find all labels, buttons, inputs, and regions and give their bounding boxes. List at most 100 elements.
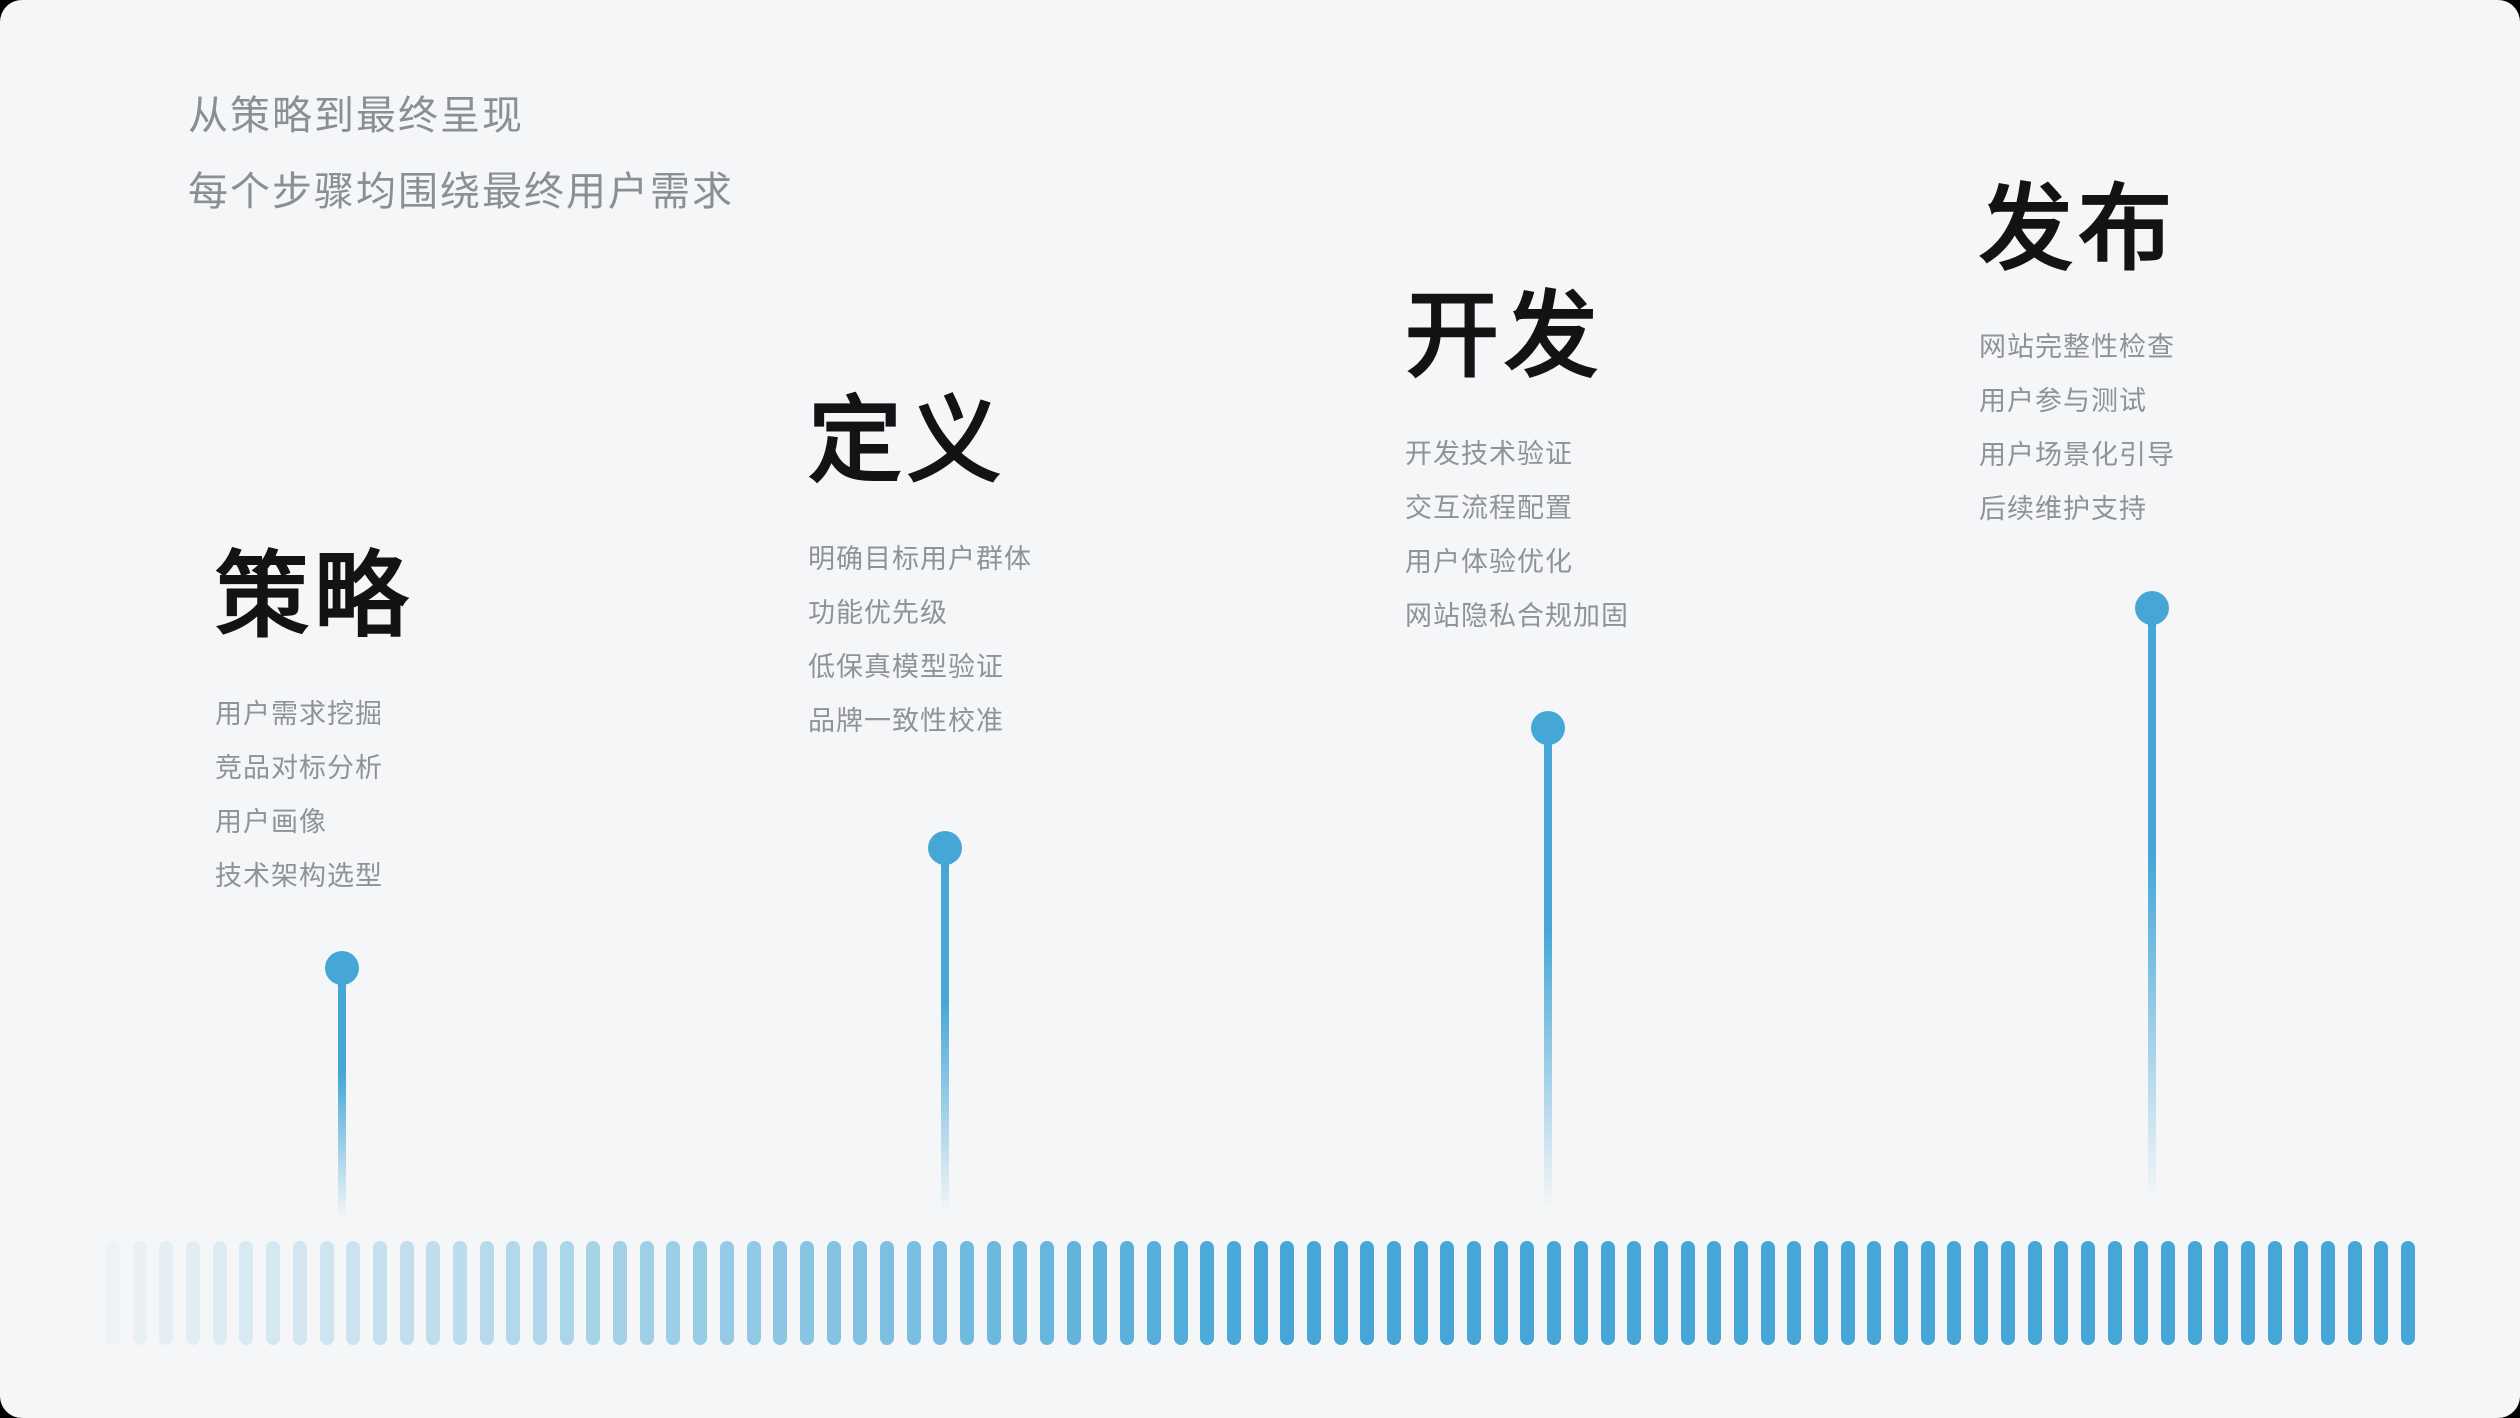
baseline-bar [1066,1241,1081,1345]
baseline-bar [2054,1241,2069,1345]
baseline-bar [1387,1241,1401,1345]
baseline-bar [1520,1241,1535,1345]
baseline-bar [2214,1241,2229,1345]
baseline-bar [1814,1241,1828,1345]
list-item: 用户需求挖掘 [215,699,383,729]
stage-marker-dot [1531,711,1565,745]
baseline-bar [1573,1241,1588,1345]
stage-marker-dot [928,831,962,865]
baseline-bar [1493,1241,1508,1345]
stage-develop-title: 开发 [1405,283,1604,388]
baseline-bar [826,1241,841,1345]
baseline-bar [399,1241,414,1345]
timeline-baseline [106,1241,2417,1345]
baseline-bar [239,1241,254,1345]
list-item: 网站隐私合规加固 [1405,601,1629,631]
list-item: 品牌一致性校准 [808,706,1004,736]
list-item: 明确目标用户群体 [808,544,1032,574]
baseline-bar [960,1241,974,1345]
baseline-bar [106,1241,120,1345]
stage-marker-dot [325,951,359,985]
stage-develop-list: 开发技术验证 交互流程配置 用户体验优化 网站隐私合规加固 [1405,427,1629,643]
slide-subtitle: 从策略到最终呈现 每个步骤均围绕最终用户需求 [188,78,734,230]
baseline-bar [2267,1241,2282,1345]
stage-strategy-title: 策略 [215,543,414,648]
baseline-bar [1306,1241,1321,1345]
baseline-bar [1120,1241,1135,1345]
baseline-bar [2241,1241,2255,1345]
list-item: 用户体验优化 [1405,547,1573,577]
baseline-bar [666,1241,681,1345]
stage-launch-title: 发布 [1979,176,2178,281]
baseline-bar [1680,1241,1695,1345]
baseline-bar [319,1241,334,1345]
baseline-bar [879,1241,894,1345]
list-item: 用户场景化引导 [1979,440,2175,470]
list-item: 技术架构选型 [215,861,383,891]
list-item: 竞品对标分析 [215,753,383,783]
baseline-bar [1974,1241,1989,1345]
baseline-bar [799,1241,814,1345]
subtitle-line-2: 每个步骤均围绕最终用户需求 [188,170,734,214]
baseline-bar [1467,1241,1482,1345]
baseline-bar [853,1241,868,1345]
list-item: 低保真模型验证 [808,652,1004,682]
list-item: 网站完整性检查 [1979,332,2175,362]
baseline-bar [1547,1241,1562,1345]
baseline-bar [186,1241,201,1345]
baseline-bar [132,1241,147,1345]
stage-marker-line [1544,728,1552,1232]
baseline-bar [159,1241,174,1345]
list-item: 交互流程配置 [1405,493,1573,523]
baseline-bar [1653,1241,1668,1345]
baseline-bar [1760,1241,1775,1345]
baseline-bar [746,1241,761,1345]
baseline-bar [773,1241,788,1345]
baseline-bar [2000,1241,2015,1345]
baseline-bar [1200,1241,1215,1345]
baseline-bar [1013,1241,1028,1345]
baseline-bar [506,1241,521,1345]
baseline-bar [613,1241,628,1345]
baseline-bar [452,1241,467,1345]
baseline-bar [693,1241,708,1345]
baseline-bar [292,1241,307,1345]
baseline-bar [1146,1241,1161,1345]
baseline-bar [1040,1241,1055,1345]
list-item: 用户参与测试 [1979,386,2147,416]
baseline-bar [2080,1241,2095,1345]
baseline-bar [1840,1241,1855,1345]
list-item: 用户画像 [215,807,327,837]
baseline-bar [2107,1241,2122,1345]
baseline-bar [2187,1241,2202,1345]
stage-marker-line [338,968,346,1232]
stage-develop: 开发 开发技术验证 交互流程配置 用户体验优化 网站隐私合规加固 [1405,285,1629,643]
list-item: 后续维护支持 [1979,494,2147,524]
baseline-bar [986,1241,1001,1345]
stage-define: 定义 明确目标用户群体 功能优先级 低保真模型验证 品牌一致性校准 [808,390,1032,748]
baseline-bar [346,1241,361,1345]
baseline-bar [719,1241,734,1345]
stage-define-list: 明确目标用户群体 功能优先级 低保真模型验证 品牌一致性校准 [808,532,1032,748]
baseline-bar [1894,1241,1909,1345]
baseline-bar [2160,1241,2175,1345]
baseline-bar [1093,1241,1108,1345]
baseline-bar [933,1241,948,1345]
baseline-bar [1173,1241,1188,1345]
baseline-bar [1280,1241,1295,1345]
baseline-bar [906,1241,921,1345]
baseline-bar [479,1241,494,1345]
baseline-bar [1360,1241,1375,1345]
stage-strategy-list: 用户需求挖掘 竞品对标分析 用户画像 技术架构选型 [215,687,413,903]
baseline-bar [1787,1241,1802,1345]
baseline-bar [372,1241,387,1345]
baseline-bar [1627,1241,1642,1345]
stage-marker-line [941,848,949,1232]
baseline-bar [1440,1241,1455,1345]
baseline-bar [586,1241,601,1345]
stage-marker-dot [2135,591,2169,625]
stage-launch-list: 网站完整性检查 用户参与测试 用户场景化引导 后续维护支持 [1979,320,2177,536]
baseline-bar [559,1241,574,1345]
baseline-bar [533,1241,547,1345]
